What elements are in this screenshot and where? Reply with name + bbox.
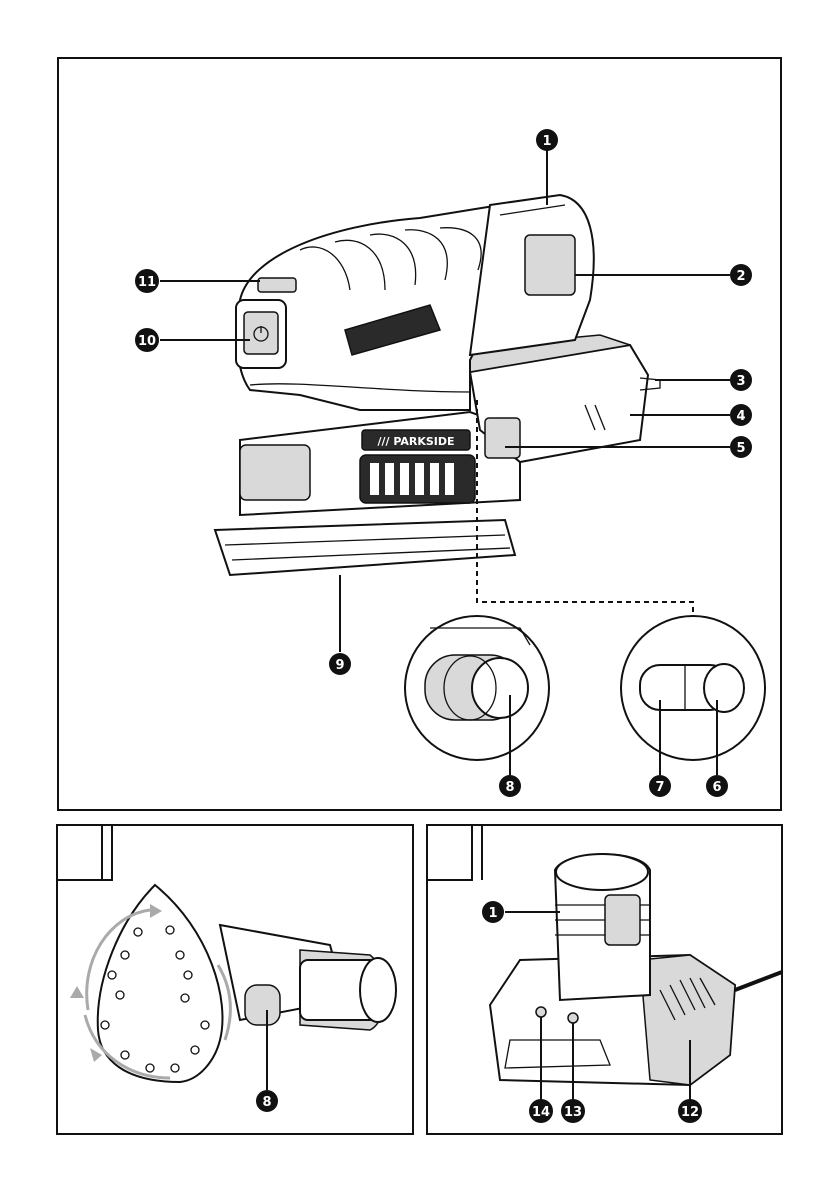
svg-text:6: 6 (712, 780, 721, 795)
figure-a-illustration (70, 885, 396, 1090)
dust-spigot (245, 985, 280, 1025)
led-charging (536, 1007, 546, 1017)
callout-2: 2 (730, 264, 752, 286)
callout-6: 6 (706, 775, 728, 797)
figure-b-callout-14: 14 (529, 1099, 553, 1123)
brand-text: /// PARKSIDE (377, 435, 454, 448)
svg-text:11: 11 (138, 275, 156, 290)
callout-5: 5 (730, 436, 752, 458)
sanding-pad (98, 885, 223, 1082)
sander-illustration: /// PARKSIDE (215, 195, 660, 575)
svg-text:8: 8 (505, 780, 514, 795)
sanding-plate (215, 520, 515, 575)
figure-b-illustration (490, 854, 782, 1100)
svg-text:10: 10 (138, 334, 156, 349)
svg-text:14: 14 (532, 1105, 550, 1120)
svg-text:2: 2 (736, 269, 745, 284)
svg-text:13: 13 (564, 1105, 582, 1120)
figure-a-callout-8: 8 (256, 1090, 278, 1112)
callout-8: 8 (499, 775, 521, 797)
figure-b-callout-12: 12 (678, 1099, 702, 1123)
figure-b-callout-1: 1 (482, 901, 504, 923)
svg-text:12: 12 (681, 1105, 699, 1120)
svg-text:7: 7 (655, 780, 664, 795)
callout-4: 4 (730, 404, 752, 426)
dust-spigot (485, 418, 520, 458)
svg-text:9: 9 (335, 658, 344, 673)
callout-3: 3 (730, 369, 752, 391)
led-full (568, 1013, 578, 1023)
svg-text:1: 1 (542, 134, 551, 149)
speed-button (258, 278, 296, 292)
callout-1: 1 (536, 129, 558, 151)
svg-text:8: 8 (262, 1095, 271, 1110)
callout-10: 10 (135, 328, 159, 352)
callout-11: 11 (135, 269, 159, 293)
svg-text:3: 3 (736, 374, 745, 389)
vent-grille (360, 455, 475, 503)
detail-circle-right (621, 616, 765, 775)
detail-circle-left (405, 616, 549, 775)
svg-text:4: 4 (736, 409, 745, 424)
callout-9: 9 (329, 653, 351, 675)
svg-text:5: 5 (736, 441, 745, 456)
figure-b-callout-13: 13 (561, 1099, 585, 1123)
callout-7: 7 (649, 775, 671, 797)
svg-text:1: 1 (488, 906, 497, 921)
